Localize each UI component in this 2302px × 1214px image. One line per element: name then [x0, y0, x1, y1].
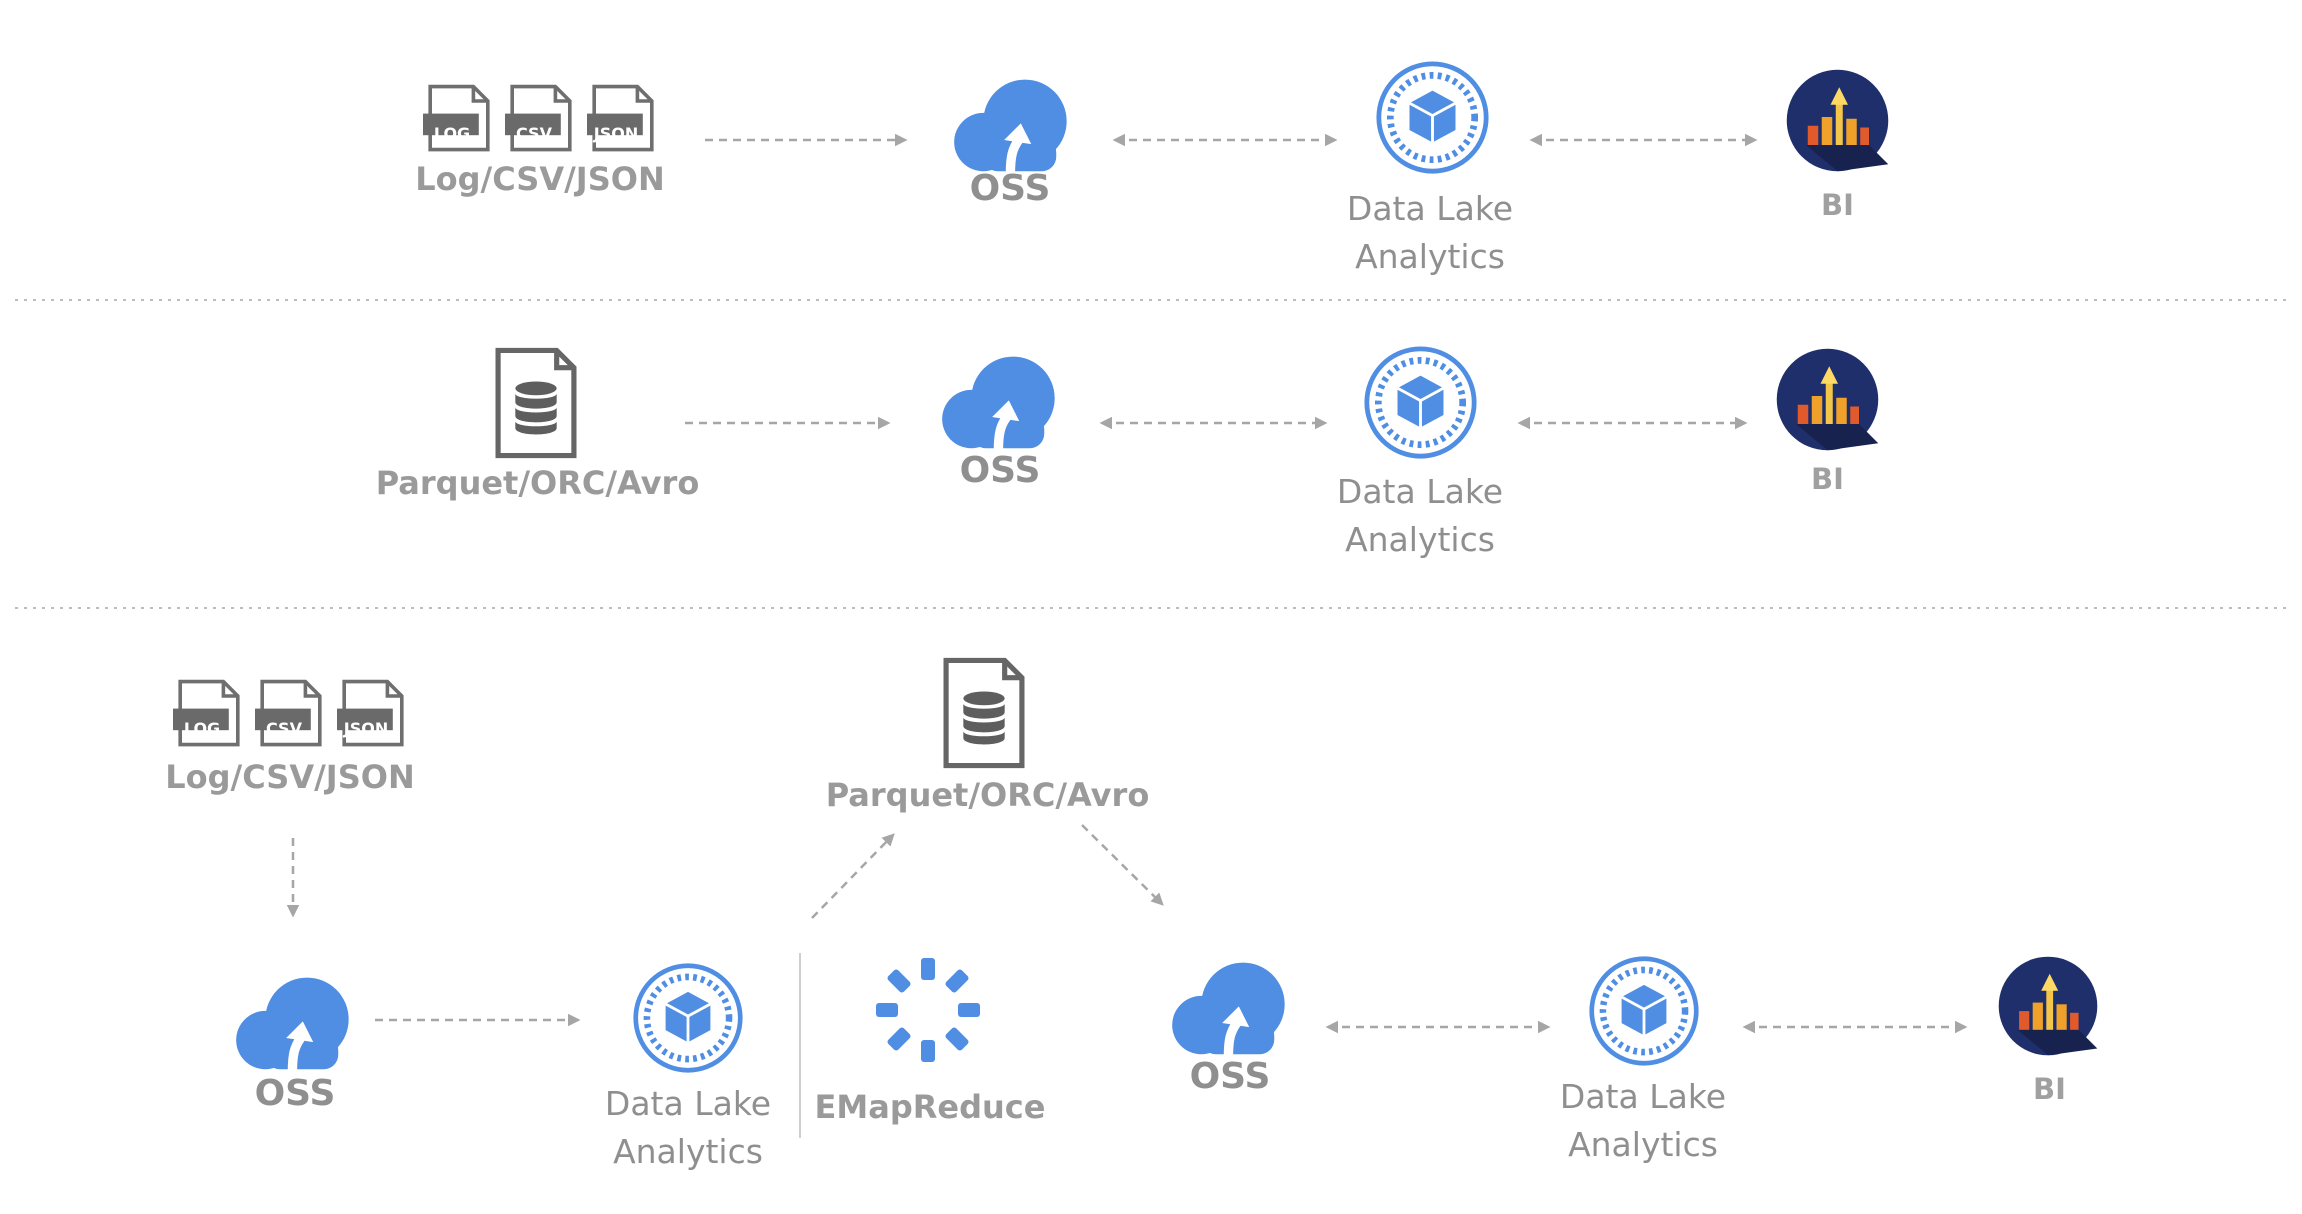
row1-dla-label: Data Lake Analytics [1310, 185, 1550, 281]
dla-label-line2: Analytics [613, 1132, 763, 1171]
row3-dla-label: Data Lake Analytics [1523, 1073, 1763, 1169]
row2-dla-label: Data Lake Analytics [1300, 468, 1540, 564]
oss-cloud-icon [236, 978, 348, 1072]
oss-cloud-icon [1172, 963, 1285, 1057]
arrow-parquet-to-oss [1081, 824, 1164, 906]
dla-label-line2: Analytics [1568, 1125, 1718, 1164]
bi-chart-icon [1776, 348, 1879, 451]
oss-cloud-icon [954, 80, 1066, 174]
row3-source-label: Log/CSV/JSON [165, 758, 415, 796]
row1-oss-label: OSS [969, 168, 1051, 209]
dla-label-line1: Data Lake [1336, 472, 1504, 511]
row2-source-label: Parquet/ORC/Avro [375, 464, 700, 502]
log-file-icon: LOG [173, 679, 240, 747]
dla-label-line1: Data Lake [1346, 189, 1514, 228]
csv-file-icon: CSV [255, 679, 322, 747]
row2-bi-label: BI [1811, 462, 1844, 496]
emr-spinner-icon [876, 958, 980, 1062]
row3-dla-etl-label: Data Lake Analytics [568, 1080, 808, 1176]
row3-oss-out-label: OSS [1189, 1056, 1271, 1097]
badge-label: CSV [266, 719, 303, 738]
data-lake-analytics-icon [1592, 959, 1697, 1064]
badge-label: LOG [184, 719, 220, 738]
oss-cloud-icon [942, 357, 1054, 451]
dla-label-line1: Data Lake [1559, 1077, 1727, 1116]
row3-source-icons: LOG CSV JSON [173, 679, 404, 747]
dla-label-line1: Data Lake [604, 1084, 772, 1123]
row3-emr-label: EMapReduce [814, 1088, 1046, 1126]
row1-source-icons: LOG CSV JSON [423, 84, 654, 152]
badge-label: JSON [343, 719, 388, 738]
row3-bi-label: BI [2033, 1072, 2066, 1106]
bi-chart-icon [1786, 69, 1889, 172]
csv-file-icon: CSV [505, 84, 572, 152]
arrow-etl-to-parquet [811, 833, 895, 919]
row3-oss-in-label: OSS [254, 1073, 336, 1114]
row2-oss-label: OSS [959, 450, 1041, 491]
badge-label: LOG [434, 124, 470, 143]
row1-source-label: Log/CSV/JSON [415, 160, 665, 198]
data-lake-analytics-icon [636, 966, 741, 1071]
dla-label-line2: Analytics [1345, 520, 1495, 559]
database-file-icon [946, 660, 1022, 765]
data-lake-analytics-icon [1379, 64, 1486, 171]
json-file-icon: JSON [337, 679, 404, 747]
row3-intermediate-label: Parquet/ORC/Avro [825, 776, 1150, 814]
dla-label-line2: Analytics [1355, 237, 1505, 276]
badge-label: JSON [593, 124, 638, 143]
badge-label: CSV [516, 124, 553, 143]
json-file-icon: JSON [587, 84, 654, 152]
row1-bi-label: BI [1821, 188, 1854, 222]
log-file-icon: LOG [423, 84, 490, 152]
database-file-icon [498, 350, 574, 455]
data-lake-analytics-icon [1367, 349, 1474, 456]
bi-chart-icon [1998, 956, 2098, 1056]
